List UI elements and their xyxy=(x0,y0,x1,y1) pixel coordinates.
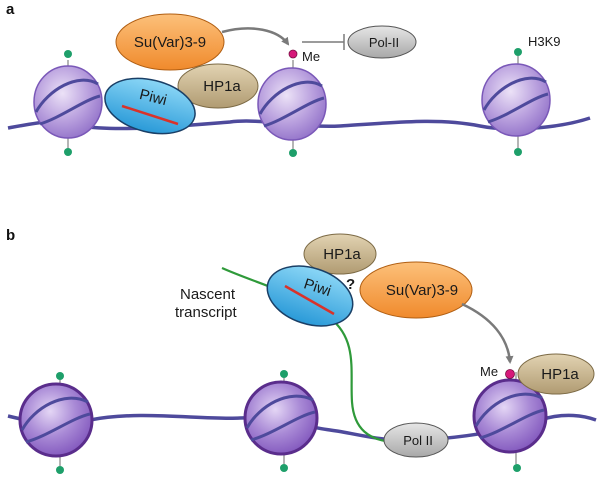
histone-tail-mark xyxy=(513,464,521,472)
methyl-mark xyxy=(288,49,298,59)
pirna-strand-b xyxy=(284,284,335,316)
histone-tail-mark xyxy=(514,48,522,56)
h3k9-label: H3K9 xyxy=(528,34,561,49)
nascent-label-line1: Nascent xyxy=(180,286,236,303)
inhibition-bar-a xyxy=(302,34,345,50)
me-label-a: Me xyxy=(302,49,320,64)
nucleosome-a2 xyxy=(257,49,327,157)
me-label-b: Me xyxy=(480,364,498,379)
nucleosome-a1 xyxy=(33,50,103,156)
nucleosome-b2 xyxy=(243,370,319,472)
histone-tail-mark xyxy=(280,370,288,378)
suvar-protein-a: Su(Var)3-9 xyxy=(115,13,225,71)
nascent-label-line2: transcript xyxy=(175,304,238,321)
panel-a: a xyxy=(6,1,591,157)
piwi-protein-b: Piwi xyxy=(266,265,354,327)
pol-ii-label-b: Pol II xyxy=(403,433,433,448)
histone-tail-mark xyxy=(514,148,522,156)
histone-tail-mark xyxy=(64,148,72,156)
histone-tail-mark xyxy=(64,50,72,58)
nucleosome-b1 xyxy=(18,372,94,474)
question-mark: ? xyxy=(346,276,355,293)
panel-b-letter: b xyxy=(6,227,15,244)
pol-ii-a: Pol-II xyxy=(347,25,417,59)
histone-tail-mark xyxy=(289,149,297,157)
suvar-label-b: Su(Var)3-9 xyxy=(386,282,458,299)
methylation-arrow-a xyxy=(221,27,290,46)
pol-ii-b: Pol II xyxy=(383,422,449,458)
hp1a-protein-a: HP1a xyxy=(177,63,259,109)
methylation-arrow-b xyxy=(461,302,514,364)
suvar-label-a: Su(Var)3-9 xyxy=(134,34,206,51)
pirna-strand-a xyxy=(121,104,179,126)
nucleosome-a3 xyxy=(481,48,551,156)
histone-tail-mark xyxy=(56,372,64,380)
nucleosome-b3 xyxy=(472,369,548,472)
panel-a-letter: a xyxy=(6,1,15,18)
piwi-protein-a: Piwi xyxy=(104,77,196,135)
histone-tail-mark xyxy=(56,466,64,474)
panel-b: b xyxy=(6,227,597,474)
methyl-mark-b xyxy=(505,369,515,379)
hp1a-label-a: HP1a xyxy=(203,78,241,95)
histone-tail-mark xyxy=(280,464,288,472)
hp1a-protein-b-right: HP1a xyxy=(517,353,595,395)
pol-ii-label-a: Pol-II xyxy=(369,35,399,50)
hp1a-label-b-top: HP1a xyxy=(323,246,361,263)
suvar-protein-b: Su(Var)3-9 xyxy=(359,261,473,319)
hp1a-protein-b-top: HP1a xyxy=(303,233,377,275)
hp1a-label-b-right: HP1a xyxy=(541,366,579,383)
piwi-label-a: Piwi xyxy=(138,86,169,109)
